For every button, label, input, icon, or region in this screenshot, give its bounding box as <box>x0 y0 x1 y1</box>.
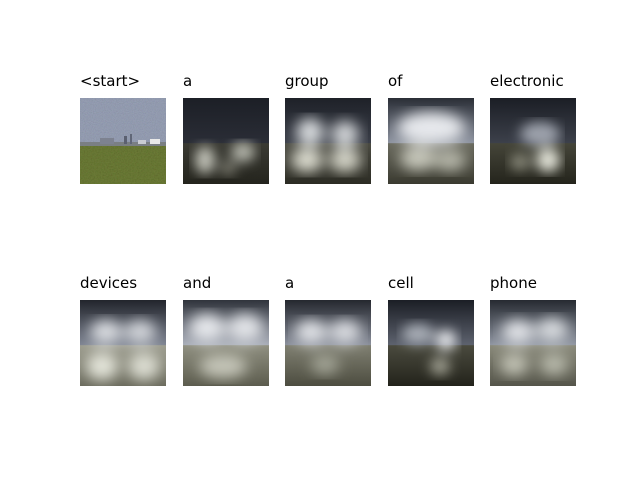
token-label: devices <box>80 274 138 292</box>
token-label: electronic <box>490 72 564 90</box>
token-label: group <box>285 72 329 90</box>
attention-map <box>490 300 576 386</box>
token-label: a <box>285 274 295 292</box>
attention-map <box>388 300 474 386</box>
attention-map <box>183 300 269 386</box>
token-label: cell <box>388 274 414 292</box>
token-label: a <box>183 72 193 90</box>
token-label: phone <box>490 274 537 292</box>
attention-map <box>80 300 166 386</box>
attention-map <box>285 300 371 386</box>
token-label: and <box>183 274 212 292</box>
attention-map <box>388 98 474 184</box>
token-label: of <box>388 72 403 90</box>
attention-map <box>285 98 371 184</box>
attention-map <box>183 98 269 184</box>
token-label: <start> <box>80 72 141 90</box>
attention-map <box>490 98 576 184</box>
original-photo <box>80 98 166 184</box>
